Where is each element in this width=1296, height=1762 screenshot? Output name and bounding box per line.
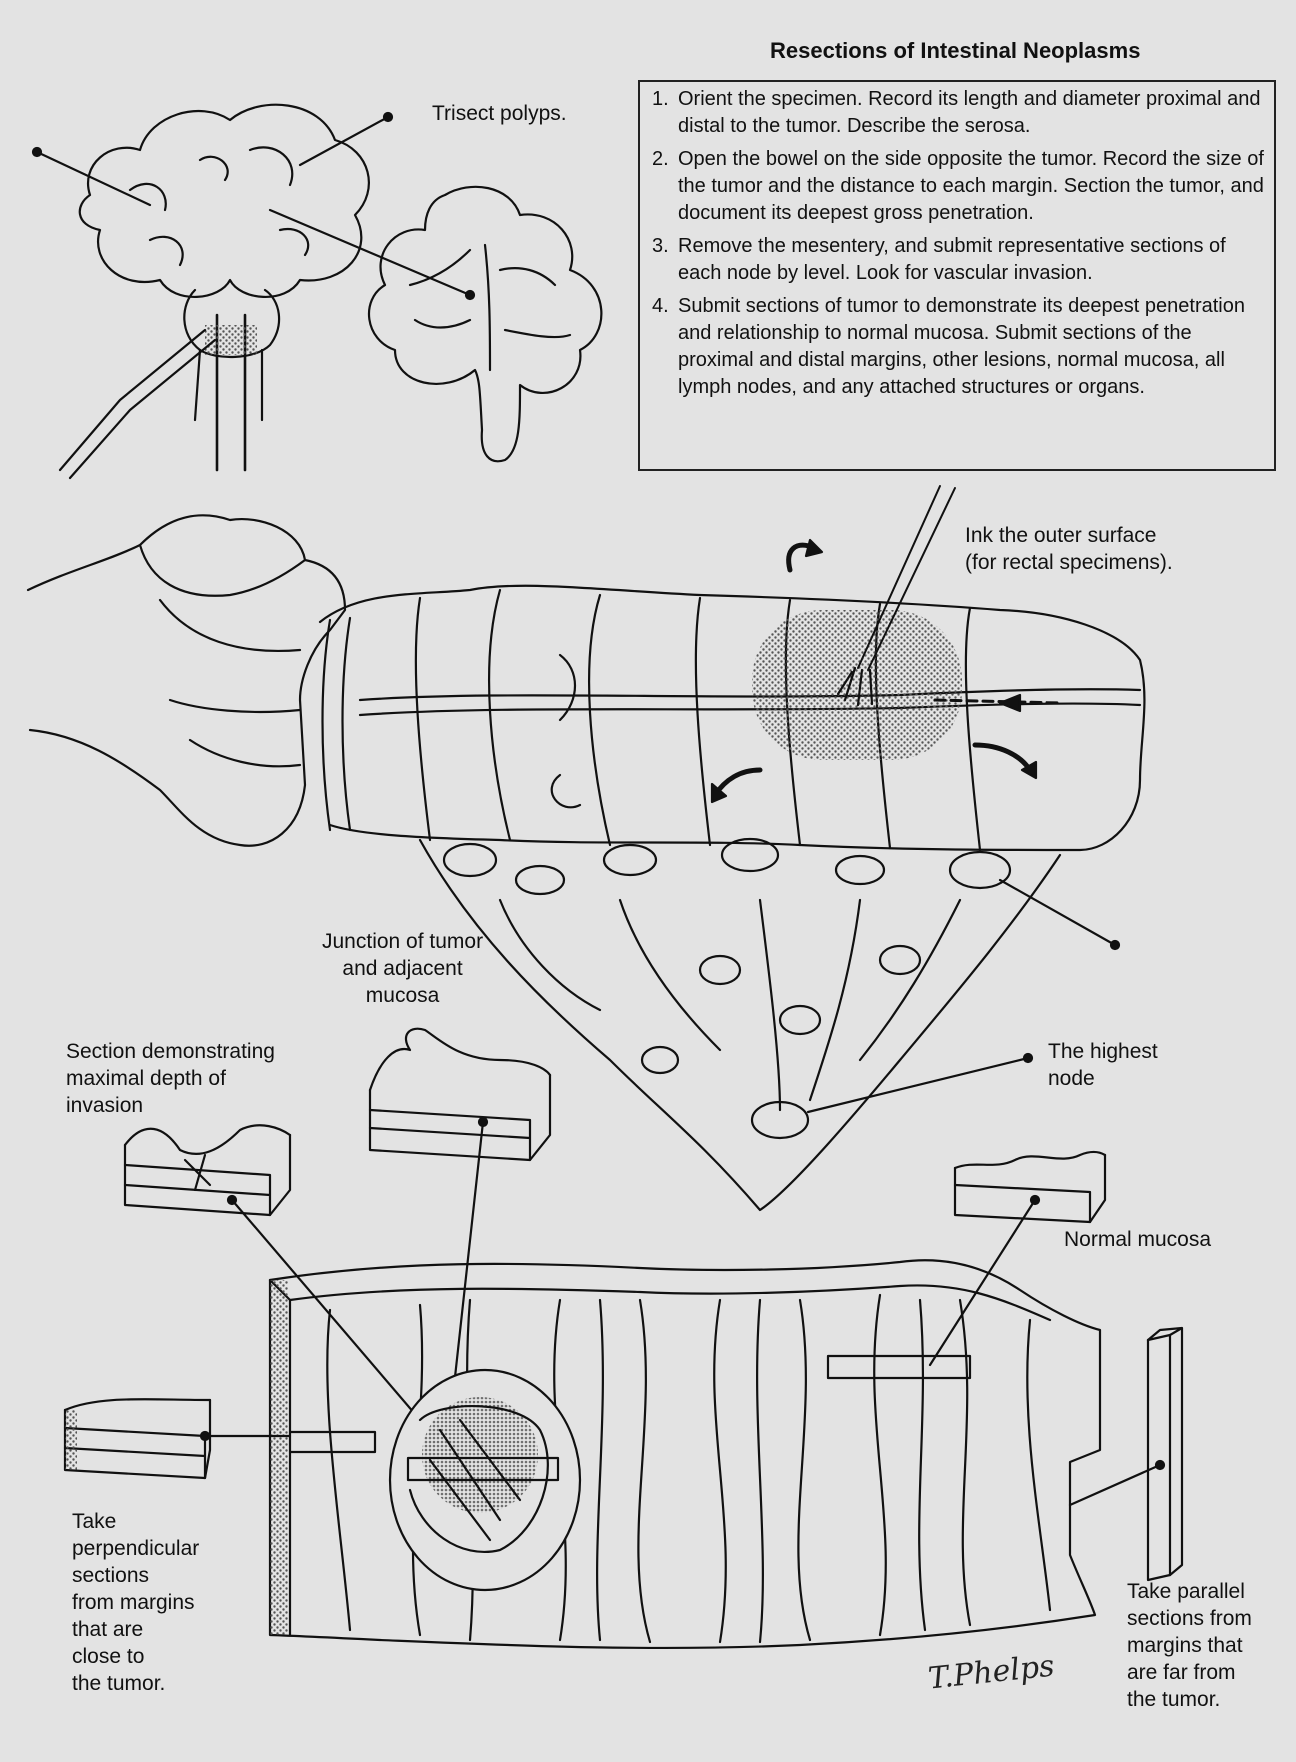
step-text: Remove the mesentery, and submit represe… — [678, 235, 1226, 284]
instructions-box: 1. Orient the specimen. Record its lengt… — [638, 80, 1276, 471]
step-item: 4. Submit sections of tumor to demonstra… — [652, 293, 1264, 401]
label-line: perpendicular — [72, 1537, 200, 1560]
step-text: Orient the specimen. Record its length a… — [678, 88, 1261, 137]
label-line: sections — [72, 1564, 150, 1587]
step-number: 2. — [652, 148, 669, 170]
label-line: Section demonstrating — [66, 1040, 275, 1063]
block-normal — [928, 1150, 1107, 1367]
label-junction: Junction of tumor and adjacent mucosa — [322, 928, 483, 1009]
label-line: Take parallel — [1127, 1580, 1245, 1603]
label-section-depth: Section demonstrating maximal depth of i… — [66, 1038, 275, 1119]
label-line: The highest — [1048, 1040, 1158, 1063]
step-text: Open the bowel on the side opposite the … — [678, 148, 1264, 224]
label-line: margins that — [1127, 1634, 1243, 1657]
step-number: 3. — [652, 235, 669, 257]
label-line: Ink the outer surface — [965, 524, 1157, 547]
label-line: that are — [72, 1618, 144, 1641]
label-line: from margins — [72, 1591, 195, 1614]
label-parallel-sections: Take parallel sections from margins that… — [1127, 1578, 1252, 1713]
step-number: 1. — [652, 88, 669, 110]
label-line: the tumor. — [72, 1672, 166, 1695]
step-number: 4. — [652, 295, 669, 317]
label-line: the tumor. — [1127, 1688, 1221, 1711]
label-line: mucosa — [365, 984, 440, 1007]
bowel — [318, 538, 1146, 852]
label-line: (for rectal specimens). — [965, 551, 1173, 574]
page-title: Resections of Intestinal Neoplasms — [770, 38, 1141, 63]
label-line: Junction of tumor — [322, 930, 484, 953]
label-normal-mucosa: Normal mucosa — [1064, 1228, 1212, 1251]
opened-bowel — [199, 1259, 1166, 1650]
polyp-whole — [31, 103, 476, 480]
polyp-bisected — [367, 185, 603, 463]
step-item: 2. Open the bowel on the side opposite t… — [652, 146, 1264, 227]
label-trisect-polyps: Trisect polyps. — [432, 102, 567, 125]
label-line: and adjacent — [342, 957, 463, 980]
hand — [26, 514, 347, 847]
step-text: Submit sections of tumor to demonstrate … — [678, 295, 1245, 398]
label-line: close to — [72, 1645, 145, 1668]
label-line: Take — [72, 1510, 117, 1533]
label-line: maximal depth of — [66, 1067, 226, 1090]
label-line: node — [1048, 1067, 1095, 1090]
label-line: are far from — [1127, 1661, 1236, 1684]
label-highest-node: The highest node — [1048, 1038, 1158, 1092]
block-perpendicular — [63, 1398, 212, 1480]
label-perpendicular-sections: Take perpendicular sections from margins… — [72, 1508, 199, 1697]
label-line: sections from — [1127, 1607, 1252, 1630]
ink-applicator — [836, 485, 956, 707]
step-item: 1. Orient the specimen. Record its lengt… — [652, 86, 1264, 140]
label-line: invasion — [66, 1094, 144, 1117]
label-ink-outer-surface: Ink the outer surface (for rectal specim… — [965, 522, 1173, 576]
step-item: 3. Remove the mesentery, and submit repr… — [652, 233, 1264, 287]
block-parallel — [1146, 1326, 1184, 1582]
mesentery — [418, 837, 1121, 1212]
